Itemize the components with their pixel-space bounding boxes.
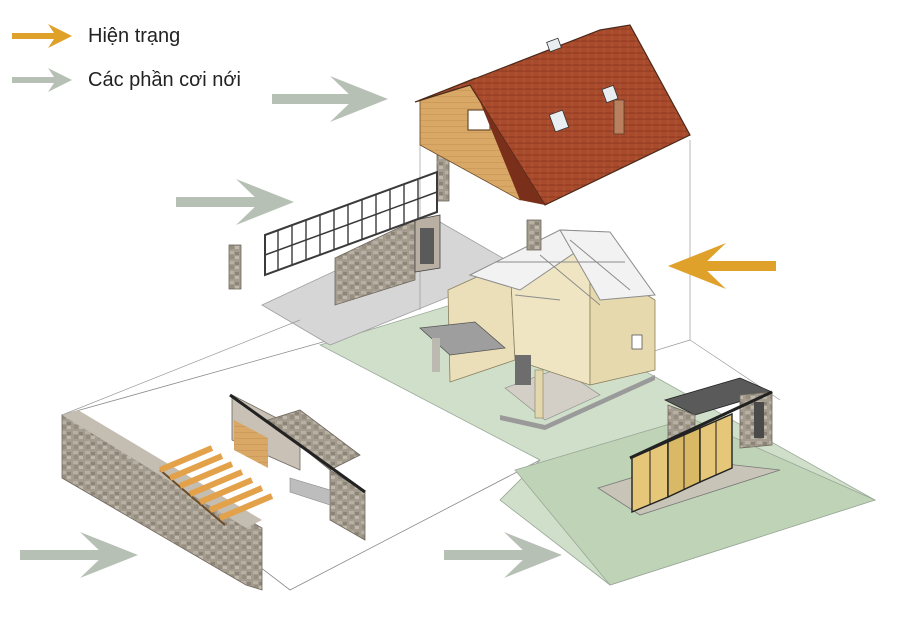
legend-existing-label: Hiện trạng (88, 24, 181, 47)
pergola (158, 445, 274, 526)
roof-chimney (613, 99, 625, 135)
entrance-wood-panel (234, 420, 268, 468)
extension-arrow-fence (20, 532, 138, 578)
extension-arrow-garden (444, 532, 562, 578)
garden-pavilion (597, 377, 781, 516)
entrance-step (289, 477, 331, 506)
extension-arrow-roof (272, 76, 388, 122)
existing-house (419, 219, 656, 430)
legend: Hiện trạng Các phần cơi nới (10, 14, 241, 102)
sliding-gate (264, 170, 438, 277)
gate-wall (334, 219, 416, 306)
gate-pillar-right (436, 154, 450, 202)
house-window (631, 334, 643, 350)
grey-arrow-icon (12, 68, 72, 92)
roof-skylight-2 (601, 84, 619, 104)
roof-skylight-3 (546, 37, 562, 53)
legend-existing: Hiện trạng (10, 14, 241, 58)
gate-pillar-left (228, 244, 242, 290)
extension-arrow-gate (176, 179, 294, 225)
legend-extension: Các phần cơi nới (10, 58, 241, 102)
legend-extension-label: Các phần cơi nới (88, 68, 241, 91)
lawn-extension (514, 417, 877, 586)
house-door (515, 355, 531, 385)
orange-arrow-icon (12, 24, 72, 48)
existing-arrow-house (668, 243, 776, 289)
new-roof (414, 24, 691, 206)
gate-group (228, 154, 450, 306)
chimney (526, 219, 542, 251)
porch-column (534, 369, 544, 419)
pavilion-doors (631, 412, 733, 514)
front-fence-group (61, 393, 366, 591)
arrows (20, 76, 776, 578)
projection-lines (61, 100, 781, 416)
roof-skylight-1 (548, 109, 570, 133)
